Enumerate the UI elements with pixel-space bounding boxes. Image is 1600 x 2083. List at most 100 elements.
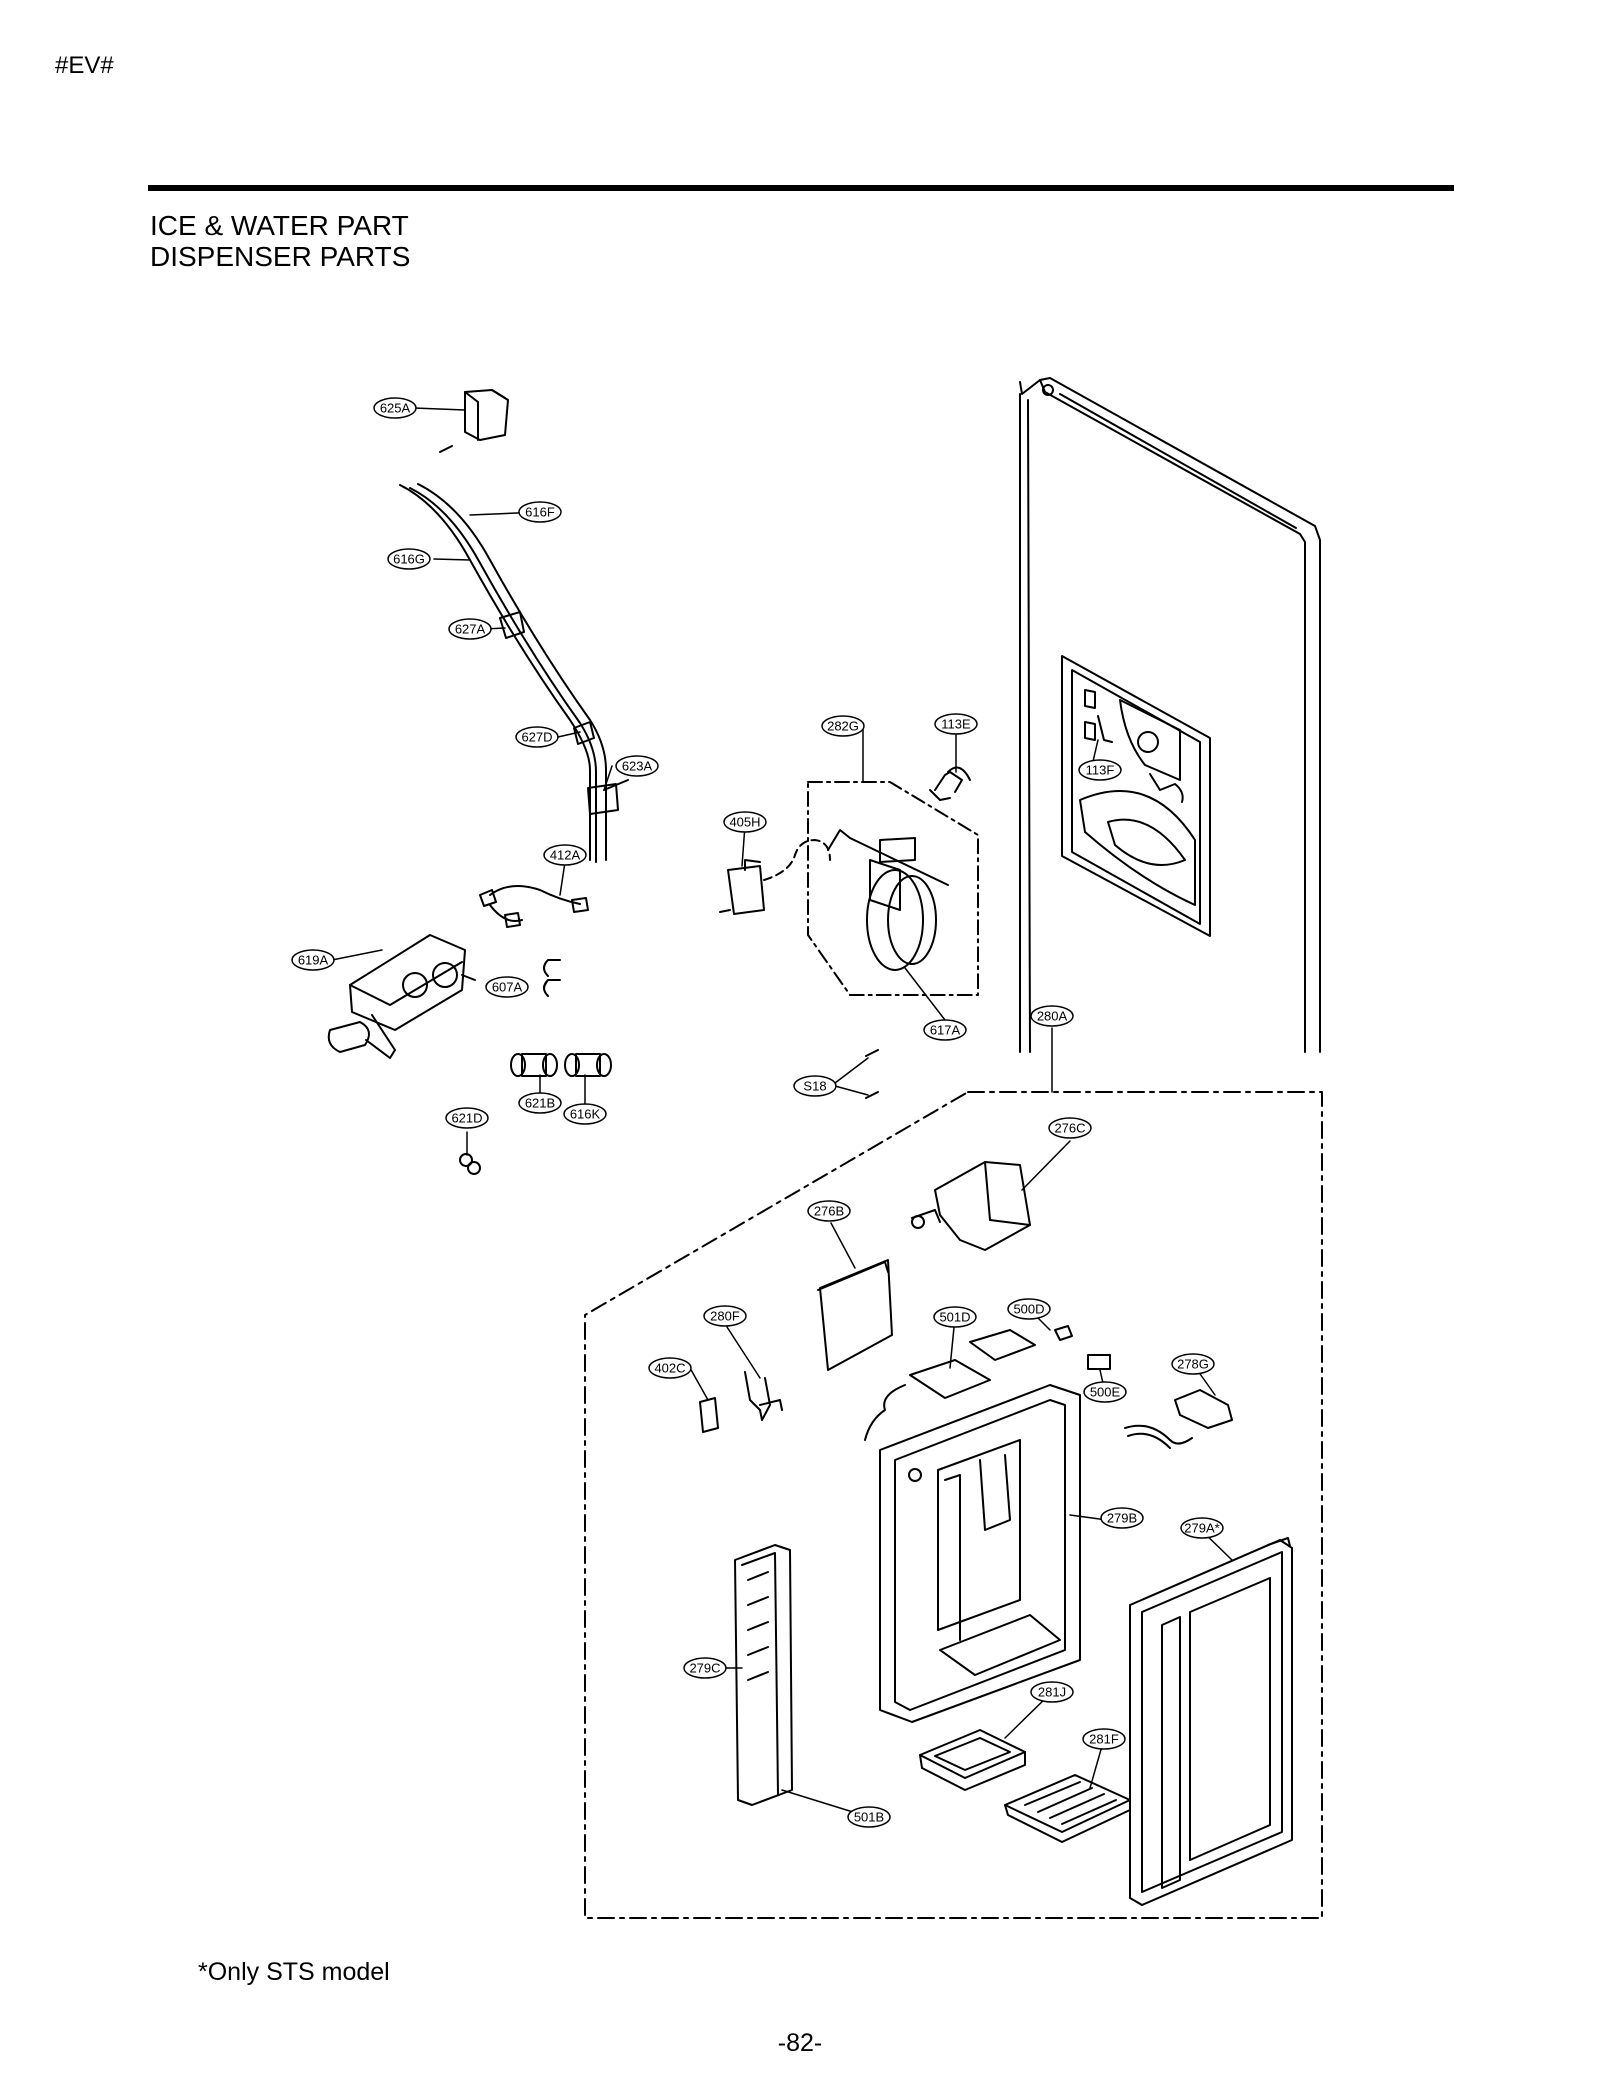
callout-bubble-280A [1030,1005,1074,1027]
callout-text-113E: 113E [941,717,971,732]
callout-bubble-113E [934,713,978,735]
control-panel-279C-drawing [734,1544,793,1806]
callout-616K: 616K [563,1103,607,1125]
callout-text-627D: 627D [521,730,552,745]
dispenser-frame-279B-drawing [879,1384,1081,1723]
callout-text-276B: 276B [814,1204,844,1219]
callout-bubble-625A [373,397,417,419]
section-subtitle: DISPENSER PARTS [150,241,411,272]
callout-621D: 621D [445,1107,489,1129]
callout-bubble-405H [723,811,767,833]
callout-bubble-279A [1180,1517,1224,1539]
page-number: -82- [777,2029,823,2057]
callout-501D: 501D [933,1306,977,1328]
callout-bubble-280F [703,1305,747,1327]
callout-619A: 619A [291,949,335,971]
callout-627D: 627D [515,726,559,748]
callout-text-625A: 625A [380,401,411,416]
callout-281J: 281J [1030,1681,1074,1703]
callout-text-607A: 607A [492,980,523,995]
callout-280A: 280A [1030,1005,1074,1027]
callout-279A: 279A* [1180,1517,1224,1539]
callout-text-500D: 500D [1013,1302,1044,1317]
callout-500D: 500D [1007,1298,1051,1320]
pilot-278G-drawing [1124,1389,1233,1449]
callout-bubble-616G [387,548,431,570]
callout-607A: 607A [485,976,529,998]
callout-412A: 412A [543,844,587,866]
section-heading: ICE & WATER PART DISPENSER PARTS [150,210,410,272]
door-recess-drawing [1061,655,1211,937]
duct-door-assembly-drawing [719,781,979,996]
callout-bubble-278G [1171,1353,1215,1375]
callout-281F: 281F [1082,1728,1126,1750]
callout-text-279B: 279B [1107,1511,1137,1526]
lever-280F-drawing [744,1371,783,1421]
callout-621B: 621B [518,1092,562,1114]
callout-113F: 113F [1078,759,1122,781]
callout-text-280A: 280A [1037,1009,1068,1024]
pcb-501D-drawing [864,1325,1073,1441]
screws-S18-drawing [865,1049,879,1099]
callout-bubble-617A [923,1019,967,1041]
callout-623A: 623A [615,755,659,777]
callout-text-616G: 616G [393,552,425,567]
filter-head-625A-drawing [439,389,509,453]
callout-text-619A: 619A [298,953,329,968]
callout-bubble-501D [933,1306,977,1328]
callout-text-282G: 282G [827,719,859,734]
callout-bubble-276B [807,1200,851,1222]
callout-bubble-281J [1030,1681,1074,1703]
water-valve-619A-drawing [327,934,476,1059]
callout-text-621B: 621B [525,1096,555,1111]
switch-500E-drawing [1087,1354,1111,1370]
decor-panel-279A-drawing [1129,1537,1293,1906]
callout-text-113F: 113F [1086,763,1115,778]
callout-text-281F: 281F [1089,1732,1119,1747]
callout-402C: 402C [648,1357,692,1379]
callout-bubble-616F [518,501,562,523]
bracket-276C-drawing [911,1161,1031,1251]
callout-bubble-113F [1078,759,1122,781]
callout-text-500E: 500E [1090,1385,1121,1400]
callout-501B: 501B [847,1806,891,1828]
callout-280F: 280F [703,1305,747,1327]
callout-text-412A: 412A [550,848,581,863]
dispenser-assembly-boundary [584,1091,1323,1919]
callout-text-276C: 276C [1054,1121,1085,1136]
tray-281J-drawing [919,1729,1026,1791]
fittings-621B-616K-drawing [510,1053,612,1077]
callout-text-402C: 402C [654,1361,685,1376]
callout-bubble-412A [543,844,587,866]
footnote: *Only STS model [198,1958,390,1986]
callout-617A: 617A [923,1019,967,1041]
switch-402C-drawing [699,1397,719,1433]
door-panel-drawing [1019,377,1321,1053]
callout-bubble-627A [448,618,492,640]
callout-616F: 616F [518,501,562,523]
callout-282G: 282G [821,715,865,737]
callout-bubble-621B [518,1092,562,1114]
callout-627A: 627A [448,618,492,640]
callout-bubble-500E [1083,1381,1127,1403]
callout-625A: 625A [373,397,417,419]
callout-text-405H: 405H [729,815,760,830]
callout-bubble-501B [847,1806,891,1828]
header-rule [148,185,1454,191]
callout-405H: 405H [723,811,767,833]
callout-text-623A: 623A [622,759,653,774]
callout-bubble-627D [515,726,559,748]
callout-bubble-500D [1007,1298,1051,1320]
clips-607A-drawing [543,959,561,997]
callout-279B: 279B [1100,1507,1144,1529]
callout-text-627A: 627A [455,622,486,637]
callout-bubble-281F [1082,1728,1126,1750]
grille-281F-drawing [1004,1774,1131,1843]
callout-279C: 279C [683,1657,727,1679]
callout-bubble-616K [563,1103,607,1125]
spring-113E-drawing [929,766,971,801]
callout-text-280F: 280F [710,1309,740,1324]
callout-bubble-607A [485,976,529,998]
callout-text-279C: 279C [689,1661,720,1676]
